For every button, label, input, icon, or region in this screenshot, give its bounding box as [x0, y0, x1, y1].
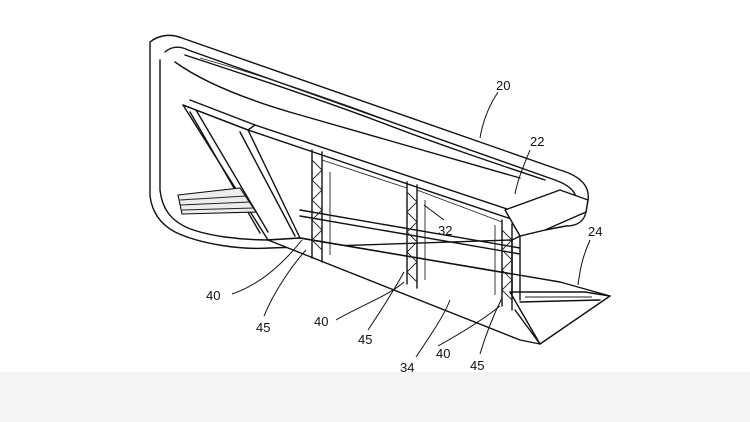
ref-label-24: 24 — [588, 224, 602, 239]
ref-label-40-middle: 40 — [314, 314, 328, 329]
ref-label-45-right: 45 — [470, 358, 484, 373]
bottom-band — [0, 372, 750, 422]
base-plate — [267, 237, 611, 345]
left-end-wall — [182, 104, 301, 241]
ref-label-45-left: 45 — [256, 320, 270, 335]
upper-beam — [182, 99, 526, 223]
ref-label-32: 32 — [438, 223, 452, 238]
rib-middle — [406, 181, 418, 289]
leader-lines — [231, 91, 591, 358]
rib-left — [311, 149, 323, 263]
ref-label-40-left: 40 — [206, 288, 220, 303]
left-floor-shading — [177, 187, 258, 215]
rib-right — [501, 219, 513, 311]
ref-label-22: 22 — [530, 134, 544, 149]
ref-label-40-right: 40 — [436, 346, 450, 361]
ref-label-34: 34 — [400, 360, 414, 375]
ref-label-20: 20 — [496, 78, 510, 93]
roof-band — [174, 54, 546, 181]
reference-labels: 20 22 24 32 34 40 45 40 45 40 45 — [206, 78, 602, 375]
ref-label-45-middle: 45 — [358, 332, 372, 347]
inner-panels — [321, 159, 503, 295]
